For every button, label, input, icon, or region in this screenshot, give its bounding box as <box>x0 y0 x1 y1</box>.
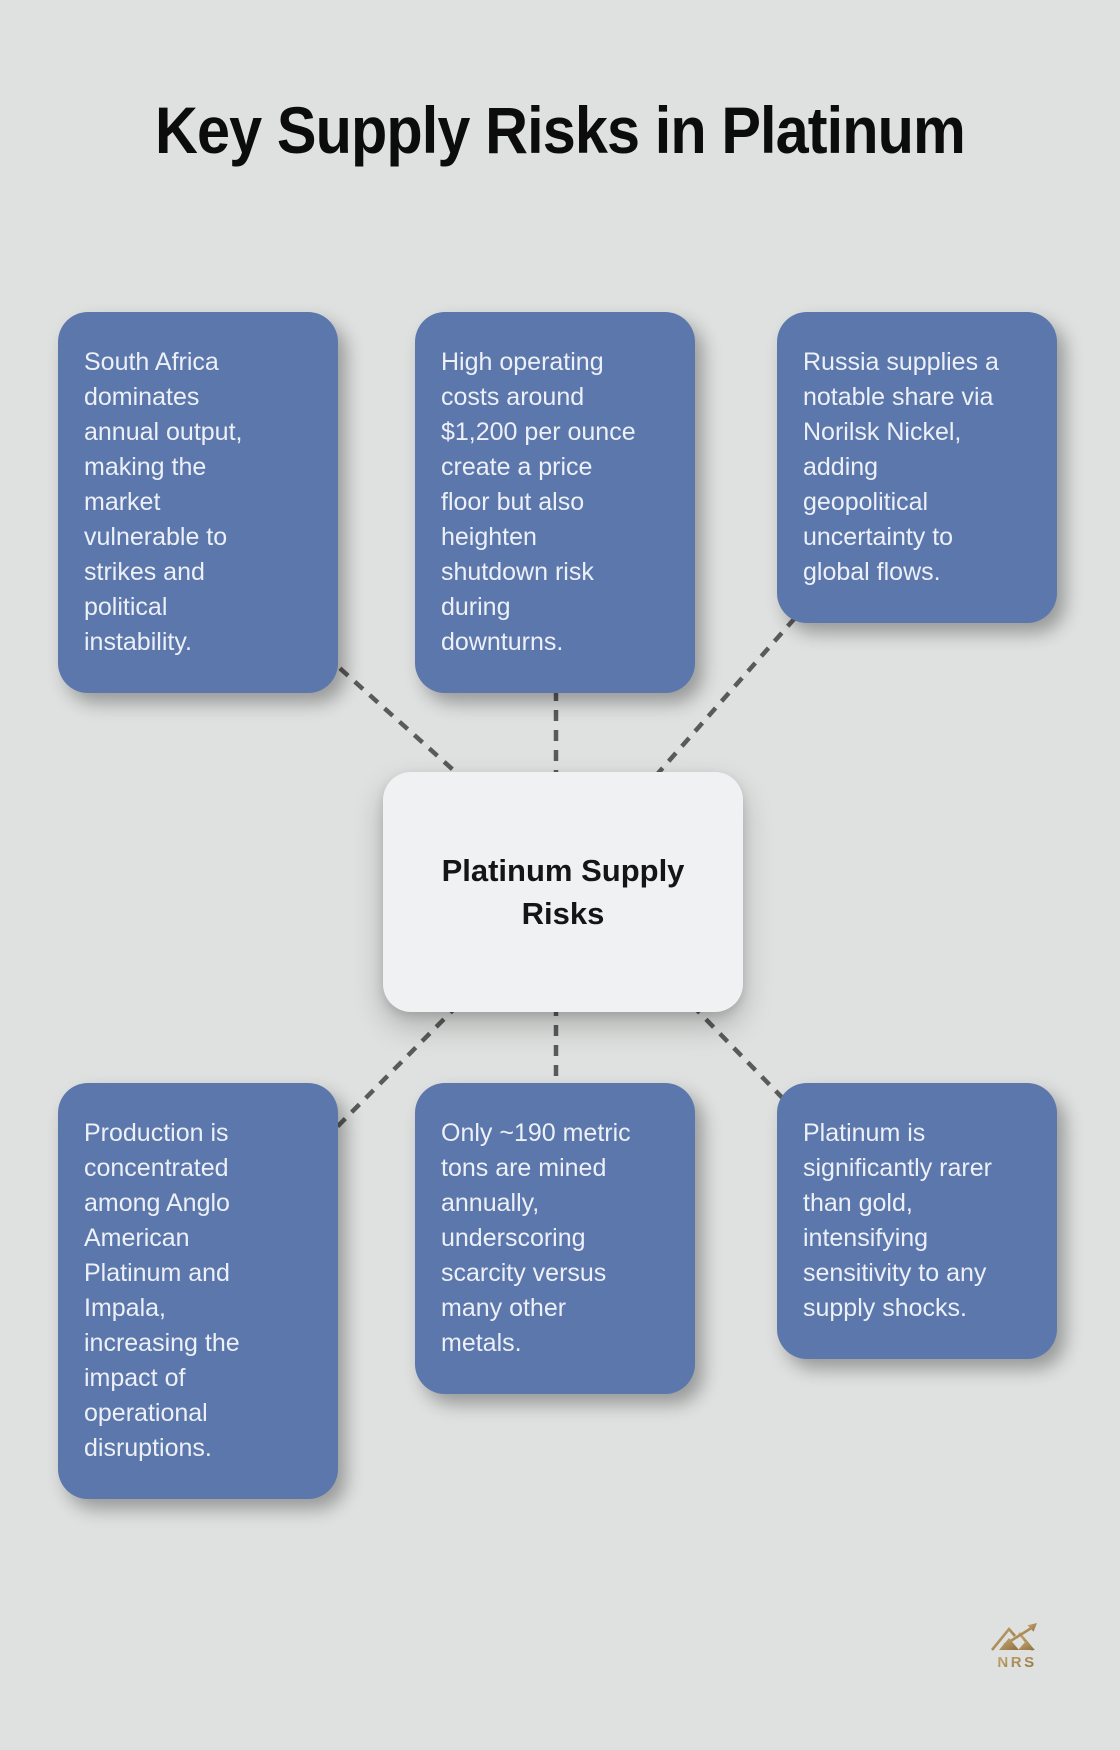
risk-box-rarity: Platinum is significantly rarer than gol… <box>777 1083 1057 1359</box>
risk-box-producer-concentration: Production is concentrated among Anglo A… <box>58 1083 338 1499</box>
mountain-trend-arrow-icon <box>990 1623 1037 1651</box>
risk-box-russia-supply: Russia supplies a notable share via Nori… <box>777 312 1057 623</box>
risk-box-text: Only ~190 metric tons are mined annually… <box>441 1119 631 1357</box>
nrs-logo: NRS <box>990 1623 1037 1671</box>
nrs-logo-text: NRS <box>997 1654 1036 1671</box>
page-title: Key Supply Risks in Platinum <box>155 93 966 167</box>
risk-box-text: Russia supplies a notable share via Nori… <box>803 348 999 586</box>
risk-box-text: Platinum is significantly rarer than gol… <box>803 1119 992 1322</box>
risk-box-text: South Africa dominates annual output, ma… <box>84 348 243 656</box>
center-node-label: Platinum Supply Risks <box>441 853 685 931</box>
center-node-card: Platinum Supply Risks <box>383 772 743 1012</box>
risk-box-text: Production is concentrated among Anglo A… <box>84 1119 240 1462</box>
risk-box-text: High operating costs around $1,200 per o… <box>441 348 636 656</box>
risk-box-annual-supply: Only ~190 metric tons are mined annually… <box>415 1083 695 1394</box>
risk-box-operating-costs: High operating costs around $1,200 per o… <box>415 312 695 693</box>
risk-box-south-africa: South Africa dominates annual output, ma… <box>58 312 338 693</box>
